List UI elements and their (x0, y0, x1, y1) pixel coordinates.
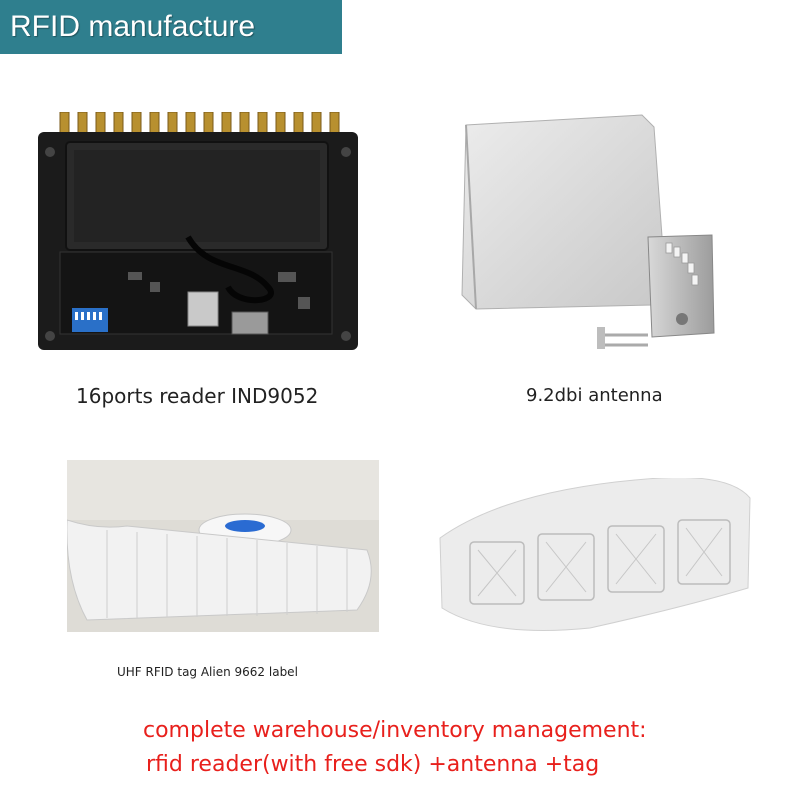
rfid-reader-board-icon (38, 111, 358, 350)
antenna-caption: 9.2dbi antenna (526, 385, 663, 406)
panel-antenna-icon (452, 113, 732, 353)
promo-line-1: complete warehouse/inventory management: (143, 718, 647, 743)
promo-line-2: rfid reader(with free sdk) +antenna +tag (146, 752, 600, 777)
page-title-banner: RFID manufacture (0, 0, 342, 54)
rfid-tag-roll-icon (66, 460, 379, 632)
reader-caption: 16ports reader IND9052 (76, 384, 319, 408)
tag-caption: UHF RFID tag Alien 9662 label (117, 665, 298, 679)
rfid-tag-closeup-icon (430, 476, 760, 638)
